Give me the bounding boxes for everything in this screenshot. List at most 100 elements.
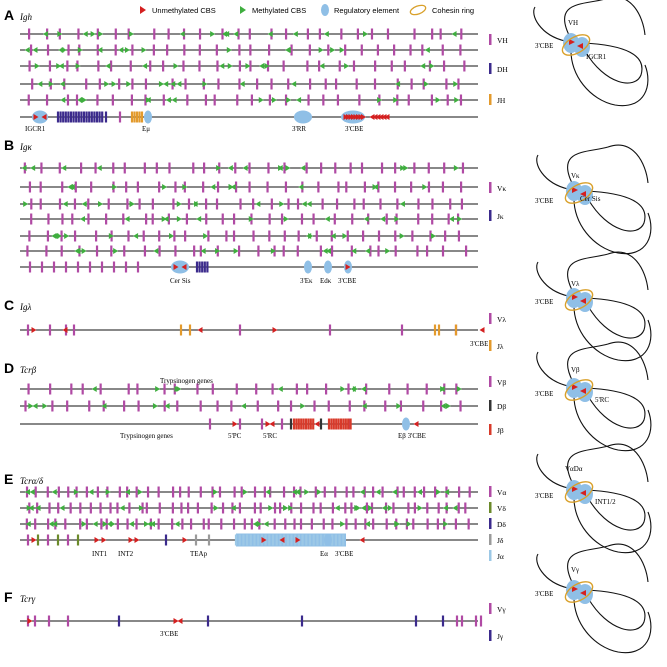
gene-segment <box>459 94 463 106</box>
gene-segment <box>400 324 404 336</box>
j-segment-swatch <box>489 94 492 105</box>
gene-segment <box>116 502 119 514</box>
methylated-cbs <box>394 216 400 222</box>
gene-segment <box>80 111 83 123</box>
gene-segment <box>362 230 365 242</box>
methylated-cbs <box>124 47 130 53</box>
unmethylated-cbs <box>580 590 586 596</box>
gene-segment <box>144 94 147 106</box>
methylated-cbs <box>363 31 369 37</box>
gene-segment <box>442 60 446 72</box>
gene-segment <box>317 181 320 193</box>
gene-segment <box>216 60 219 72</box>
gene-segment <box>40 261 44 273</box>
gene-segment <box>372 518 375 530</box>
loop-strand <box>567 251 649 295</box>
gene-segment <box>94 230 98 242</box>
methylated-cbs <box>51 489 57 495</box>
gene-segment <box>421 44 424 56</box>
gene-segment <box>239 198 242 210</box>
gene-segment <box>207 534 211 546</box>
gene-segment <box>320 534 323 546</box>
gene-segment <box>237 245 241 257</box>
methylated-cbs <box>37 81 43 87</box>
methylated-cbs <box>164 403 170 409</box>
loop-top-label: VαDα <box>565 465 583 473</box>
methylated-cbs <box>192 201 198 207</box>
gene-segment <box>129 60 132 72</box>
gene-segment <box>164 534 168 546</box>
gene-segment <box>171 502 174 514</box>
gene-segment <box>138 198 141 210</box>
gene-segment <box>130 111 134 123</box>
gene-segment <box>328 324 332 336</box>
gene-segment <box>204 94 208 106</box>
gene-segment <box>318 60 321 72</box>
methylated-cbs <box>242 489 248 495</box>
gene-segment <box>204 198 208 210</box>
methylated-cbs <box>57 31 63 37</box>
segment-label: Vγ <box>497 605 506 614</box>
gene-segment <box>376 44 380 56</box>
methylated-cbs <box>361 386 367 392</box>
unmethylated-cbs <box>279 537 285 543</box>
gene-segment <box>365 502 369 514</box>
gene-segment <box>407 502 410 514</box>
unmethylated-cbs <box>62 327 68 333</box>
methylated-cbs <box>245 63 251 69</box>
segment-label: Jγ <box>497 632 504 641</box>
gene-segment <box>95 111 99 123</box>
methylated-cbs <box>448 216 454 222</box>
methylated-cbs <box>279 201 285 207</box>
gene-segment <box>242 534 245 546</box>
element-label: 5'PC <box>228 432 242 440</box>
methylated-cbs <box>298 184 304 190</box>
gene-segment <box>46 534 50 546</box>
gene-segment <box>87 198 90 210</box>
locus-name-igk: Igκ <box>19 142 32 152</box>
gene-segment <box>255 383 258 395</box>
methylated-cbs <box>81 521 87 527</box>
v-segment-swatch <box>489 182 492 193</box>
gene-segment <box>385 213 388 225</box>
gene-segment <box>180 502 183 514</box>
gene-segment <box>327 400 330 412</box>
methylated-cbs <box>56 63 62 69</box>
gene-segment <box>411 230 414 242</box>
gene-segment <box>299 502 303 514</box>
methylated-cbs <box>439 386 445 392</box>
gene-segment <box>24 400 27 412</box>
gene-segment <box>60 245 63 257</box>
methylated-cbs <box>255 201 261 207</box>
gene-segment <box>28 60 31 72</box>
segment-label: VH <box>497 36 508 45</box>
element-labels: IGCR1 Eμ 3'RR 3'CBE Cer Sis 3'Eκ Edκ 3'C… <box>25 125 488 638</box>
gene-segment <box>82 111 86 123</box>
v-segment-swatch <box>489 313 492 324</box>
gene-segment <box>225 230 228 242</box>
gene-segment <box>250 94 253 106</box>
unmethylated-cbs <box>580 191 586 197</box>
gene-segment <box>99 502 102 514</box>
gene-segment <box>324 383 328 395</box>
gene-segment <box>271 383 274 395</box>
loop-strand <box>585 387 646 429</box>
methylated-cbs <box>300 165 306 171</box>
gene-segment <box>201 261 204 273</box>
gene-segment <box>253 486 257 498</box>
loop-labels: VH 3'CBE IGCR1 Vκ 3'CBE Cer Sis Vλ 3'CBE… <box>535 19 616 598</box>
gene-segment <box>122 213 125 225</box>
gene-segment <box>474 615 478 627</box>
gene-segment <box>427 162 430 174</box>
gene-segment <box>431 198 434 210</box>
gene-segment <box>459 44 462 56</box>
methylated-cbs <box>442 505 448 511</box>
gene-segment <box>396 486 399 498</box>
gene-segment <box>80 162 83 174</box>
gene-segment <box>105 213 108 225</box>
methylated-cbs <box>399 233 405 239</box>
gene-segment <box>149 60 152 72</box>
methylated-cbs <box>152 403 158 409</box>
gene-segment <box>315 230 318 242</box>
